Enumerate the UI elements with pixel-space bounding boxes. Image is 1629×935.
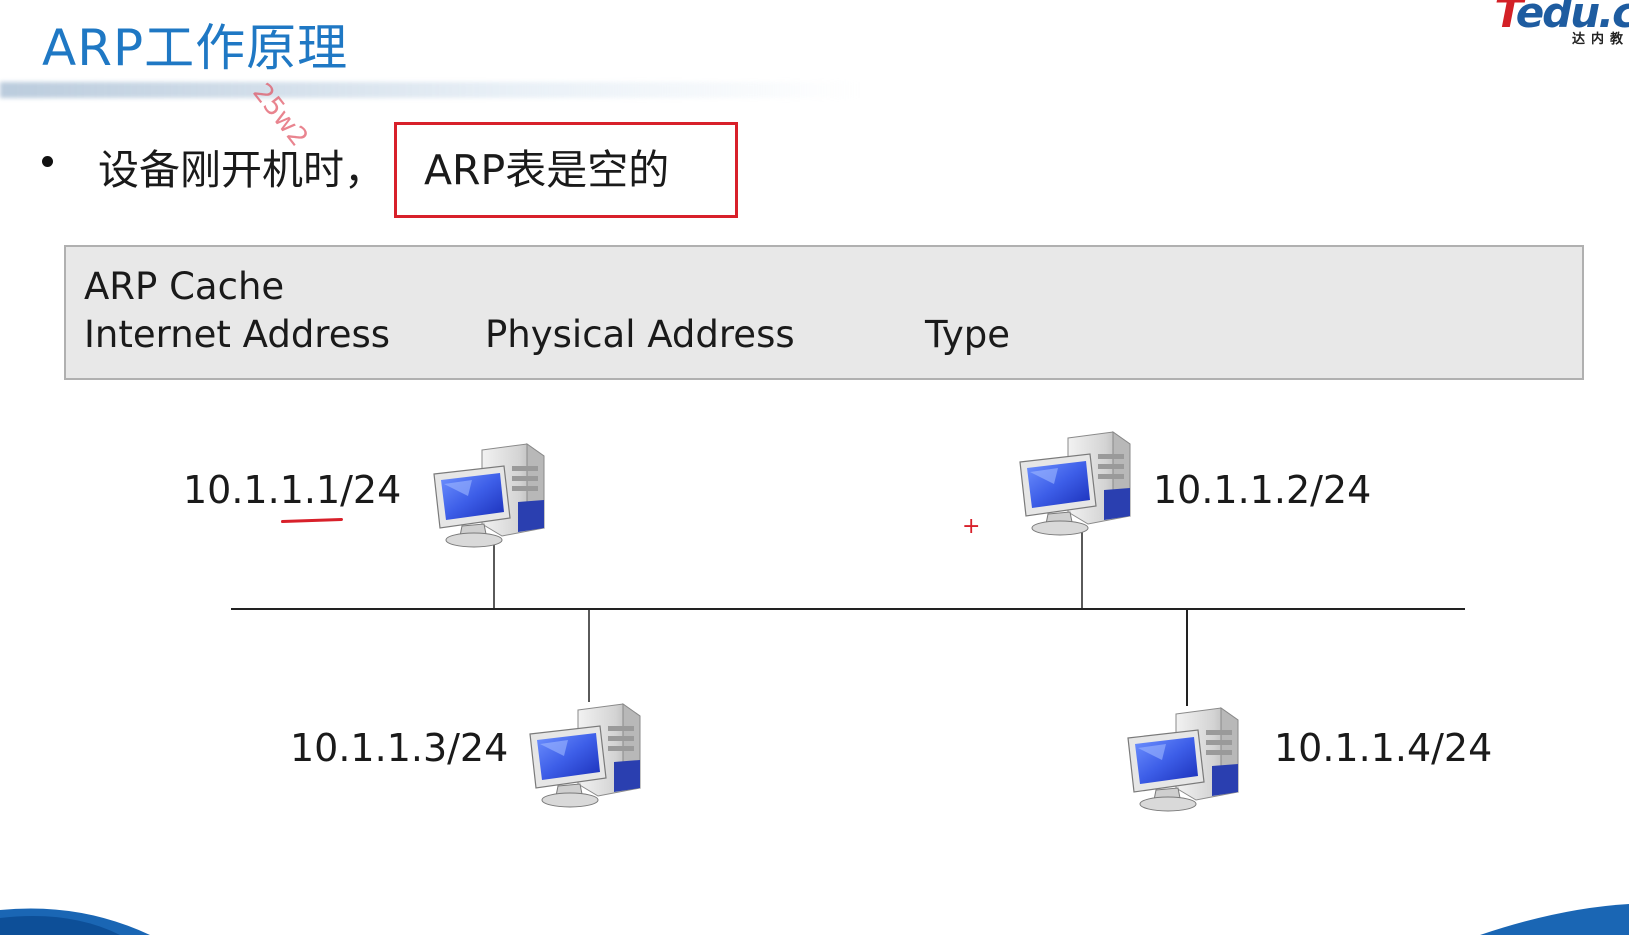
arp-cache-table: ARP Cache Internet Address Physical Addr… — [64, 245, 1584, 380]
computer-icon — [529, 703, 641, 808]
logo-wordmark: Tedu.c — [1494, 0, 1629, 37]
bullet-icon — [42, 156, 53, 167]
host-ip-3: 10.1.1.3/24 — [290, 726, 509, 770]
highlight-text: ARP表是空的 — [424, 146, 670, 194]
bullet-text: 设备刚开机时， — [98, 146, 385, 194]
host-ip-1: 10.1.1.1/24 — [183, 468, 402, 512]
highlight-box — [394, 122, 738, 218]
computer-icon — [1019, 431, 1131, 536]
footer-band — [0, 904, 1629, 935]
column-internet-address: Internet Address — [84, 313, 391, 356]
column-type: Type — [925, 313, 1010, 356]
host-ip-4: 10.1.1.4/24 — [1274, 726, 1493, 770]
page-title: ARP工作原理 — [42, 19, 349, 77]
computer-icon — [433, 443, 545, 548]
title-divider — [0, 82, 860, 98]
tedu-logo: Tedu.c 达内教 — [1479, 0, 1629, 52]
arp-cache-title: ARP Cache — [84, 265, 285, 308]
column-physical-address: Physical Address — [485, 313, 795, 356]
cursor-crosshair-icon: + — [962, 514, 981, 539]
host-ip-2: 10.1.1.2/24 — [1153, 468, 1372, 512]
logo-subtext: 达内教 — [1571, 32, 1629, 47]
computer-icon — [1127, 707, 1239, 812]
